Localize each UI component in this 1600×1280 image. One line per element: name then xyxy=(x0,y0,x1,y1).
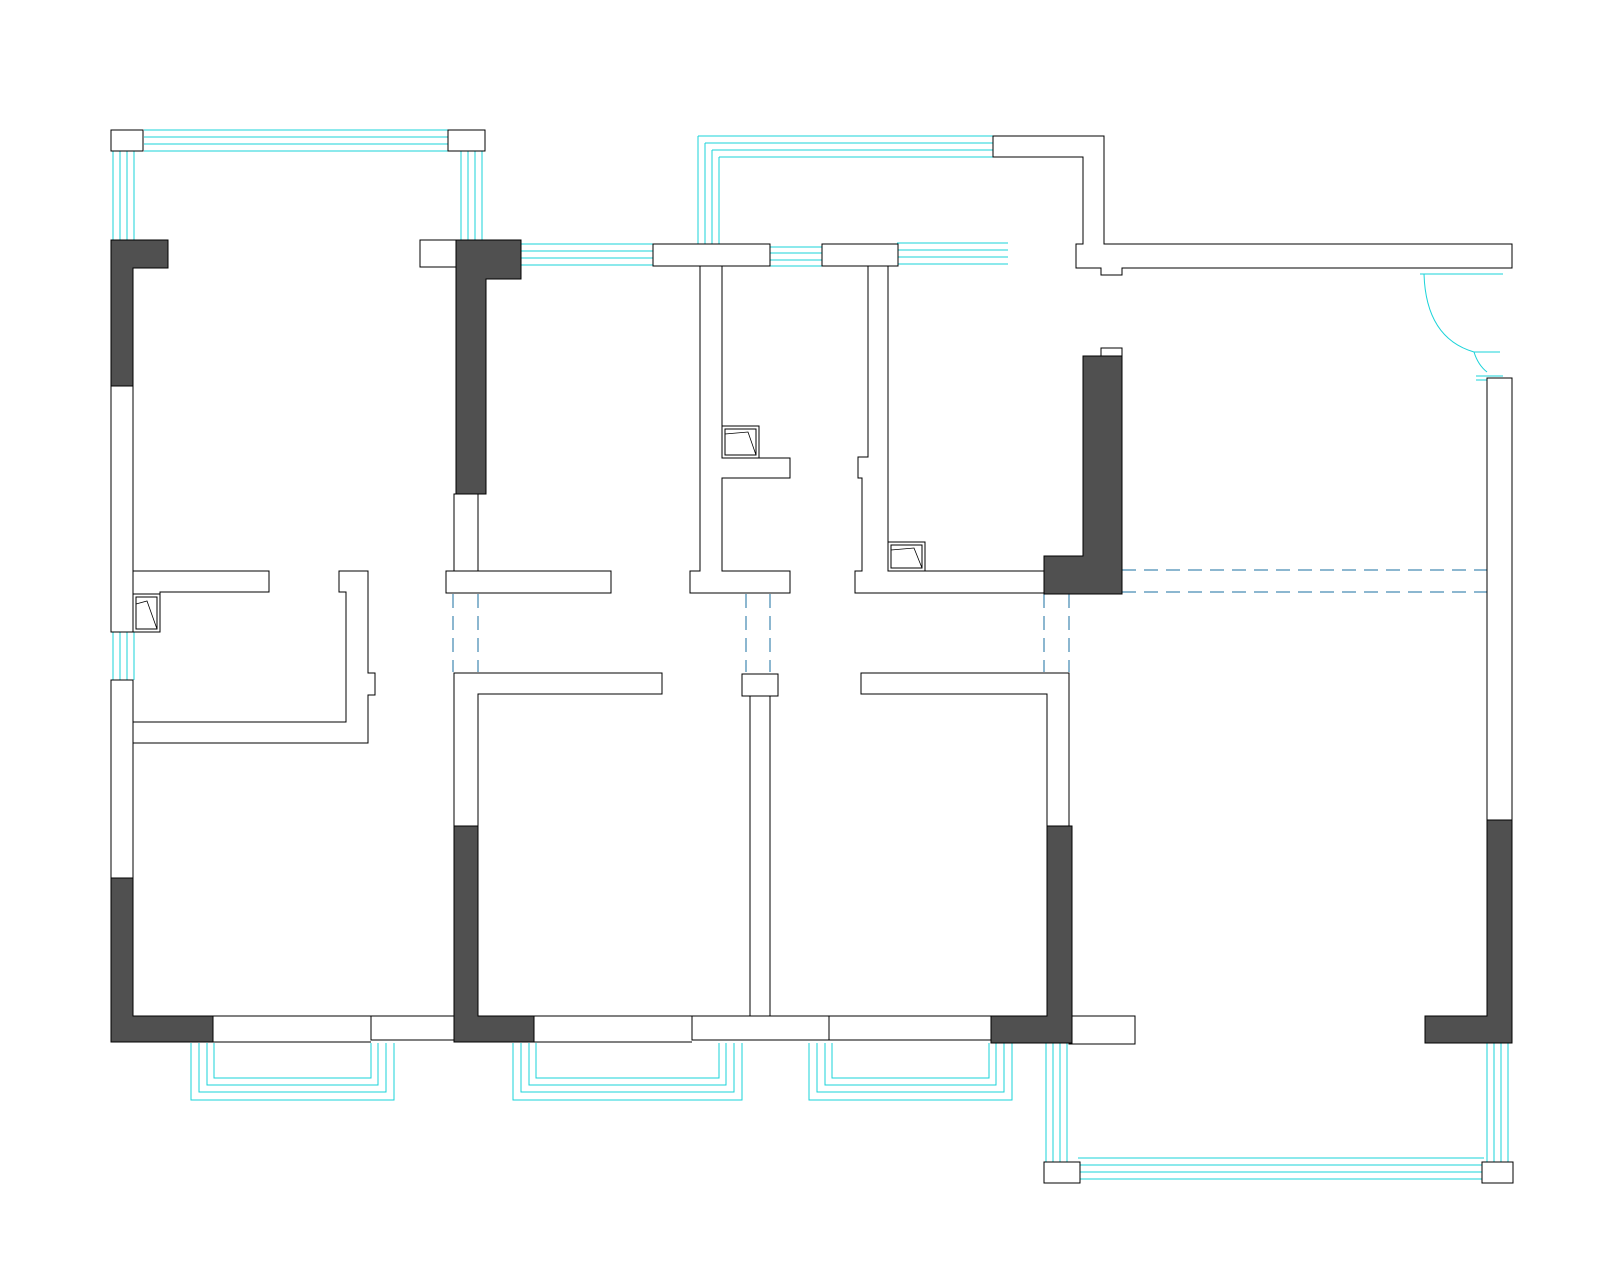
column xyxy=(1043,1161,1081,1184)
shaft-center xyxy=(721,425,760,459)
wall-segment xyxy=(132,570,376,744)
window-bay-bottom-left xyxy=(190,1043,395,1101)
wall-segment xyxy=(1068,1015,1136,1045)
wall-segment xyxy=(110,385,134,633)
wall-segment xyxy=(1486,377,1513,821)
shaft-right xyxy=(887,541,926,572)
wall-segment xyxy=(749,695,771,1017)
shear-wall xyxy=(990,825,1073,1044)
column xyxy=(110,129,144,152)
shear-wall xyxy=(110,239,169,387)
wall-segment xyxy=(445,570,612,594)
wall-segment xyxy=(691,1015,830,1041)
window-top-kitchen xyxy=(697,135,993,244)
wall-segment xyxy=(652,243,771,267)
wall-segment xyxy=(854,265,1045,594)
window-top-middle xyxy=(520,242,1008,267)
wall-segment xyxy=(821,243,899,267)
sills xyxy=(213,1015,991,1043)
shafts xyxy=(132,425,926,633)
wall-segment xyxy=(860,672,1070,827)
column xyxy=(419,239,457,268)
window-balcony-bottom-right xyxy=(1045,1043,1509,1180)
shear-wall xyxy=(1424,819,1513,1044)
column xyxy=(447,129,486,152)
wall-segment xyxy=(370,1015,455,1041)
shear-wall xyxy=(455,239,522,495)
entry-door xyxy=(1420,267,1503,381)
window-bay-bottom-center xyxy=(512,1043,743,1101)
wall-segment xyxy=(741,673,779,697)
shear-wall xyxy=(110,877,214,1043)
wall-segment xyxy=(453,493,479,572)
window-left-side xyxy=(112,632,135,680)
wall-segment xyxy=(453,672,663,827)
walls xyxy=(110,129,1514,1184)
wall-segment xyxy=(992,135,1513,276)
shaft-left xyxy=(132,593,161,633)
shear-wall xyxy=(1043,355,1123,595)
wall-segment xyxy=(110,679,134,879)
window-bay-bottom-right xyxy=(808,1043,1013,1101)
dashed-openings xyxy=(452,569,1487,672)
column xyxy=(1481,1161,1514,1184)
shear-walls xyxy=(110,239,1513,1044)
shear-wall xyxy=(453,825,535,1043)
window-top-left-balcony xyxy=(112,129,483,240)
